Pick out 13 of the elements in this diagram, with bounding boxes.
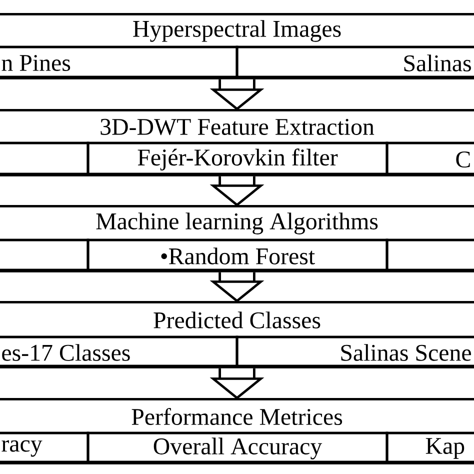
table-cell: racy — [0, 432, 90, 464]
empty-cell — [0, 238, 90, 272]
table-cell: Salinas Scene — [236, 336, 474, 368]
table-cell: Kap — [386, 432, 474, 464]
table-cell: es-17 Classes — [0, 336, 238, 368]
table-cell: n Pines — [0, 46, 238, 78]
table-cell: Fejér-Korovkin filter — [86, 142, 388, 176]
empty-cell — [0, 142, 90, 176]
empty-cell — [386, 238, 474, 272]
table-cell: •Random Forest — [86, 238, 388, 272]
table-cell: Overall Accuracy — [86, 432, 388, 464]
table-cell: C — [386, 142, 474, 176]
table-cell: Salinas — [236, 46, 474, 78]
